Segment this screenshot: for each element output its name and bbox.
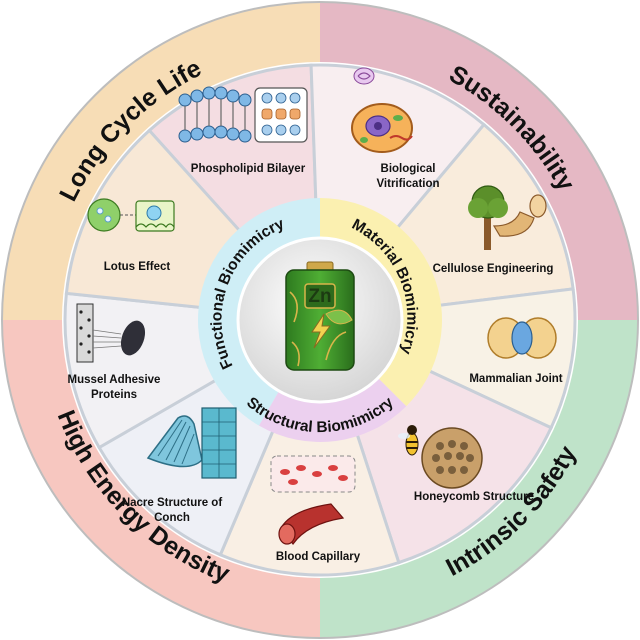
mammalian-joint-icon bbox=[487, 317, 557, 359]
zn-battery-icon: Zn bbox=[285, 261, 355, 371]
segment-label-mammalian-joint: Mammalian Joint bbox=[469, 373, 562, 385]
inner-ring bbox=[198, 198, 442, 442]
inner-ring-structural bbox=[259, 377, 407, 442]
segment-label-lotus-effect: Lotus Effect bbox=[104, 261, 171, 273]
conch-shell-icon bbox=[146, 407, 237, 479]
inner-ring-material bbox=[320, 198, 442, 407]
segment-label-blood-capillary: Blood Capillary bbox=[276, 551, 361, 563]
mussel-icon bbox=[76, 303, 146, 363]
lotus-droplet-icon bbox=[87, 198, 175, 232]
inner-ring-functional bbox=[198, 198, 320, 426]
tree-wood-icon bbox=[468, 185, 547, 250]
phospholipid-bilayer-icon bbox=[178, 86, 308, 143]
biological-cell-icon bbox=[351, 67, 413, 153]
segment-label-honeycomb-structure: Honeycomb Structure bbox=[414, 491, 534, 503]
blood-capillary-icon bbox=[270, 455, 356, 546]
segment-label-phospholipid-bilayer: Phospholipid Bilayer bbox=[191, 163, 306, 175]
segment-label-cellulose-engineering: Cellulose Engineering bbox=[433, 263, 554, 275]
segment-blood-capillary bbox=[218, 315, 401, 577]
honeycomb-wasp-icon bbox=[398, 425, 483, 489]
battery-zn-label: Zn bbox=[308, 286, 331, 307]
